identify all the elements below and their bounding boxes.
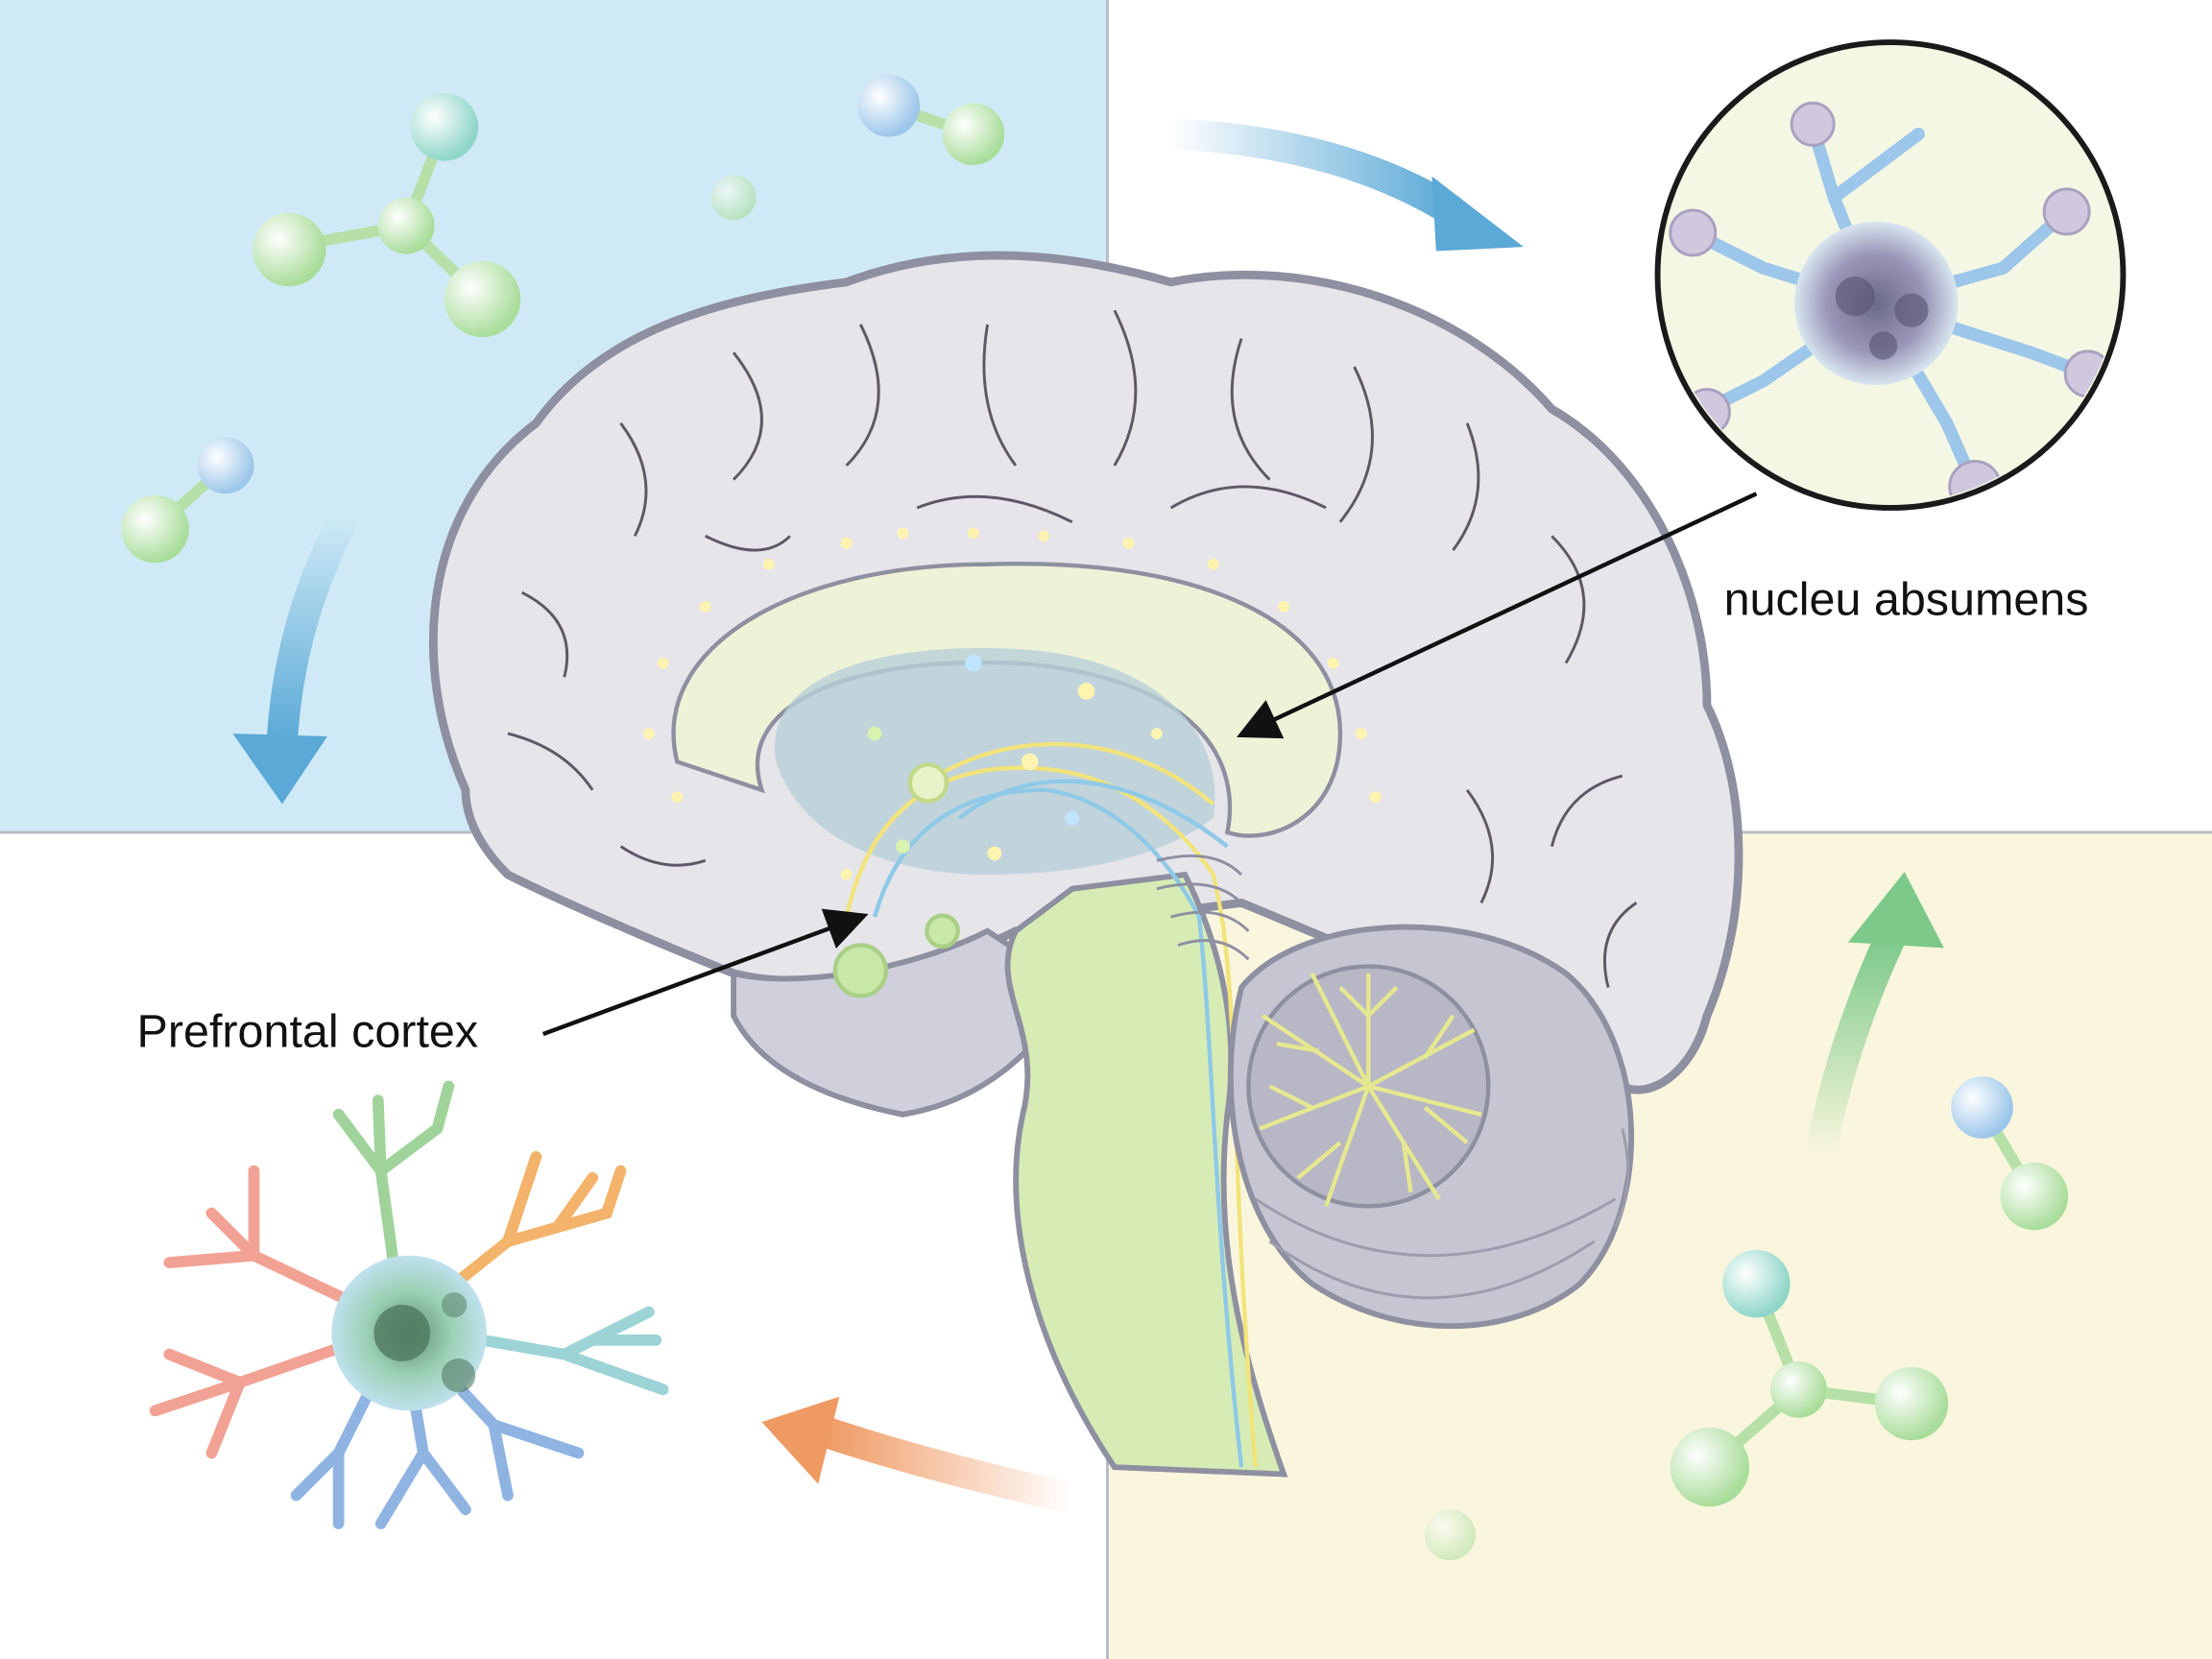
arrow-blue-left-icon bbox=[232, 507, 360, 805]
glow-dots bbox=[643, 527, 1382, 880]
arrow-green-right-icon bbox=[1804, 872, 1944, 1160]
neuron-inset-circle bbox=[1654, 39, 2127, 511]
prefrontal-pointer-line bbox=[541, 908, 869, 1037]
label-prefrontal-cortex: Prefrontal cortex bbox=[137, 1005, 479, 1057]
brainstem bbox=[1004, 871, 1288, 1478]
molecule-icon bbox=[857, 74, 1005, 165]
bubble-icon bbox=[710, 175, 757, 221]
molecule-icon bbox=[121, 437, 254, 564]
brain-illustration bbox=[428, 251, 1743, 1478]
brain-sulci bbox=[507, 309, 1638, 988]
arrow-blue-top-icon bbox=[1169, 118, 1524, 252]
arrow-orange-bottom-icon bbox=[761, 1396, 1076, 1514]
node-icon bbox=[832, 943, 888, 998]
node-icon bbox=[925, 913, 960, 950]
cerebellum bbox=[1227, 924, 1634, 1330]
molecule-icon bbox=[252, 92, 521, 338]
nucleus-pointer-line bbox=[1237, 492, 1758, 739]
pons-striations bbox=[1156, 854, 1250, 961]
neuron-icon bbox=[149, 1080, 669, 1529]
molecule-icon bbox=[1951, 1076, 2069, 1231]
molecule-icon bbox=[1670, 1249, 1949, 1507]
limbic-core bbox=[774, 648, 1215, 876]
bubble-icon bbox=[1425, 1509, 1476, 1561]
node-icon bbox=[907, 762, 950, 804]
label-nucleus: nucleu absumens bbox=[1724, 574, 2089, 626]
